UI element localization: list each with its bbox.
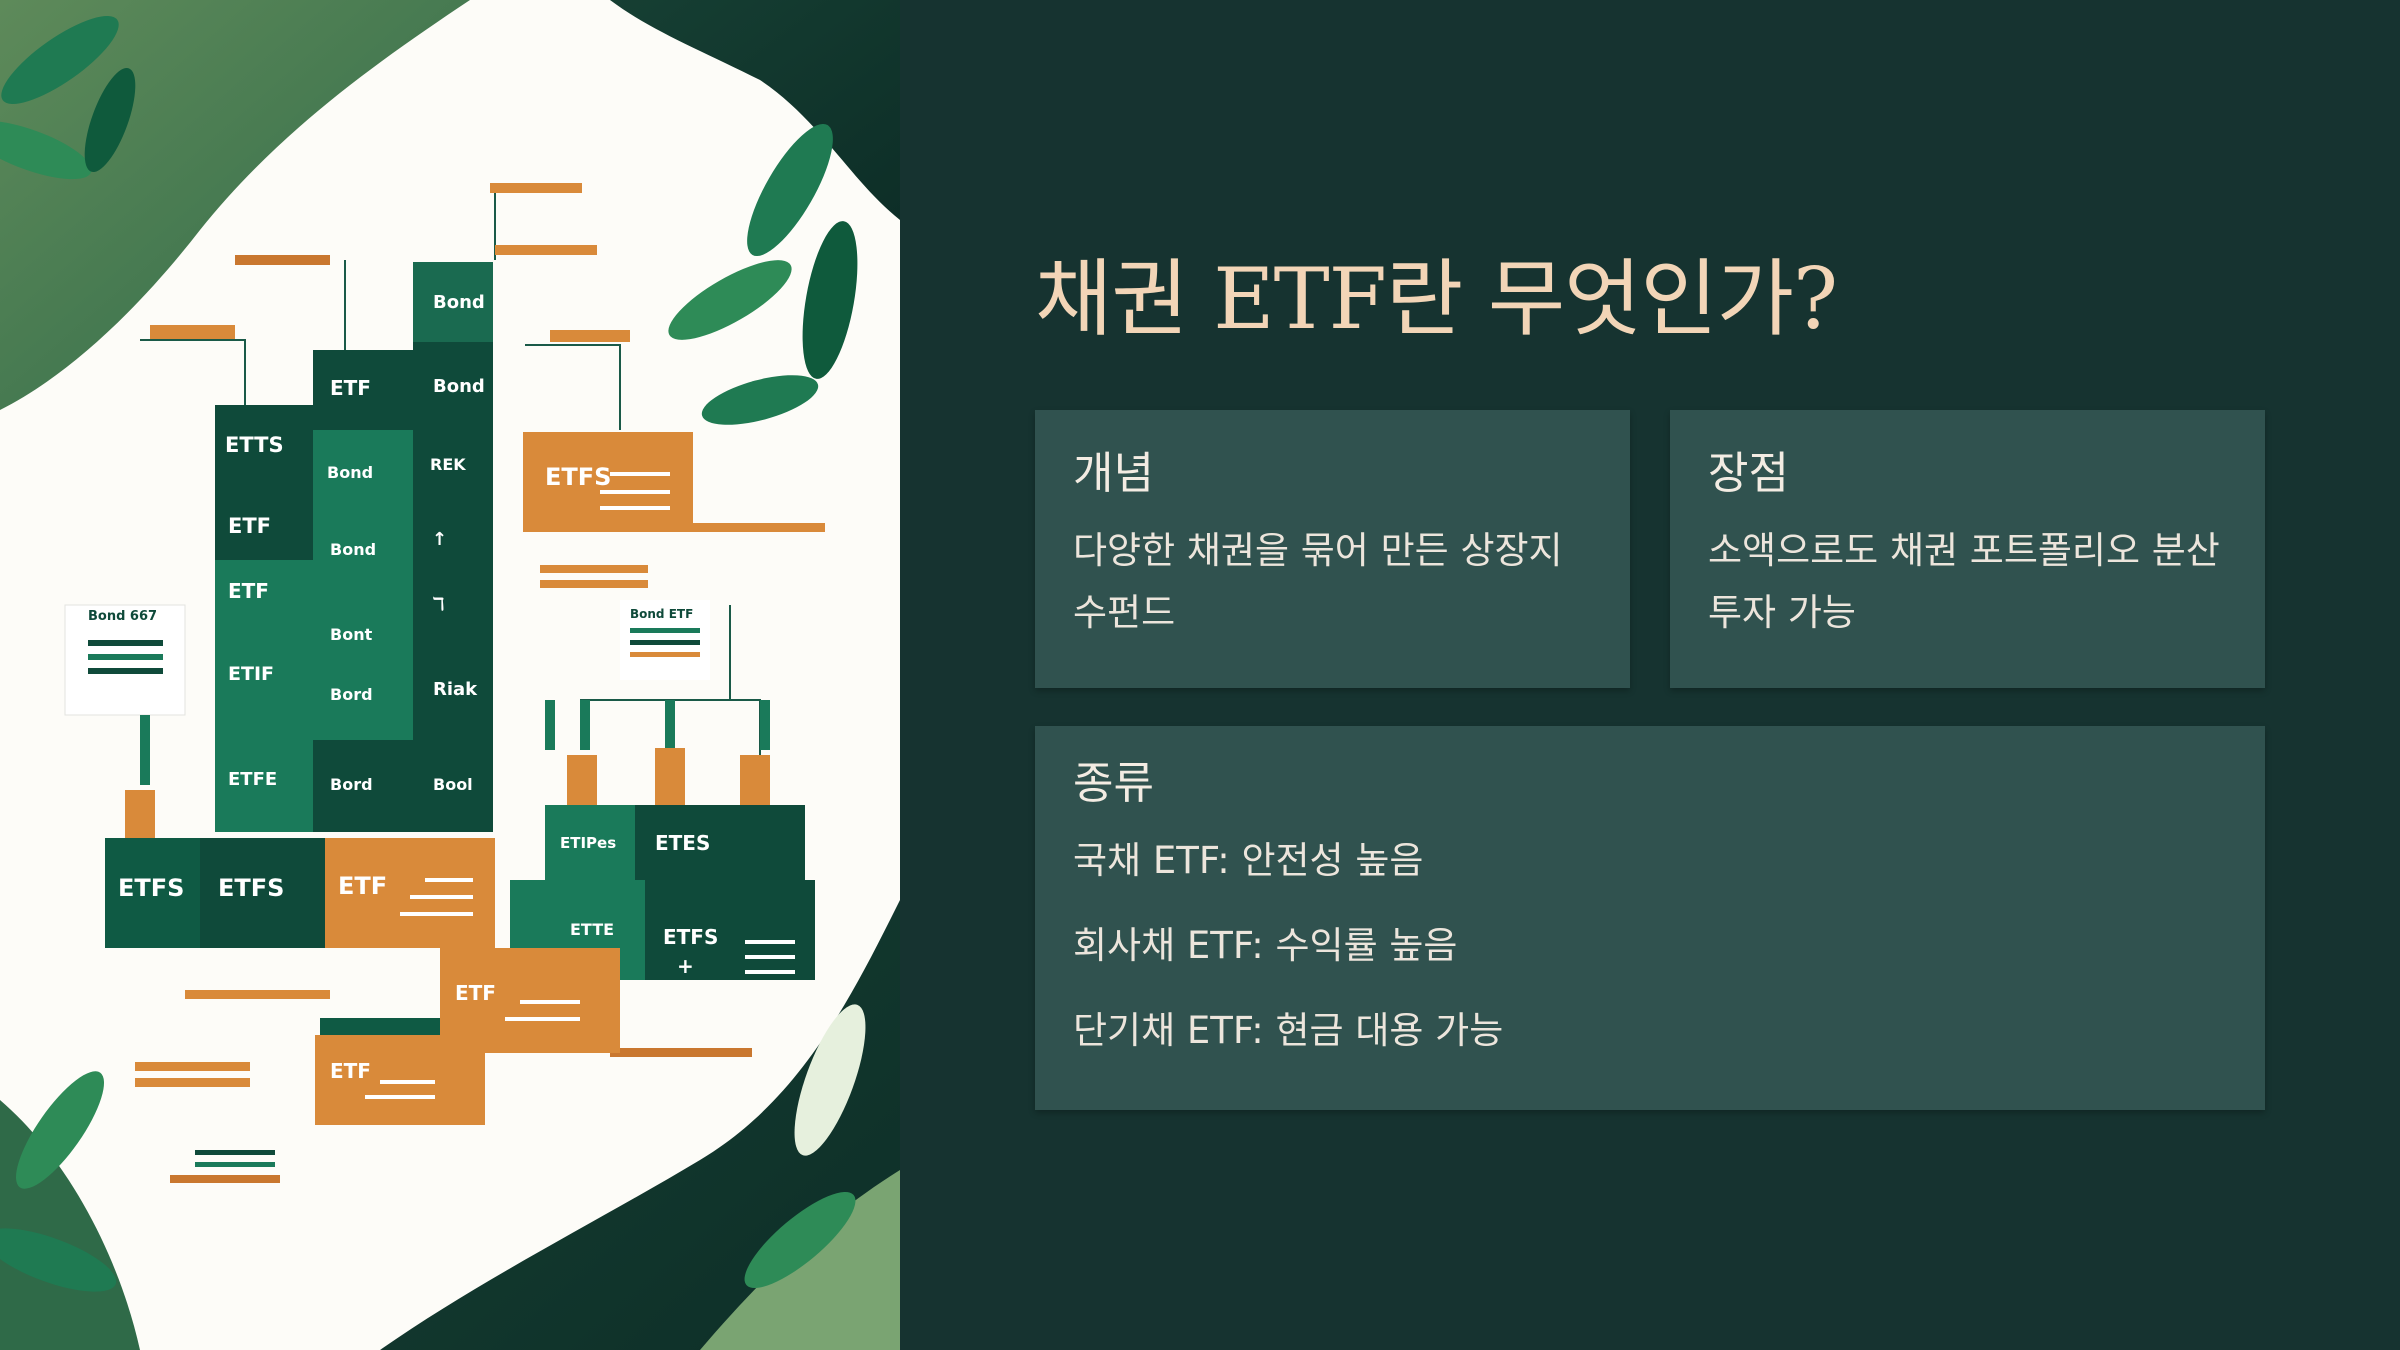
svg-text:ETFE: ETFE <box>228 769 277 790</box>
svg-text:Bond ETF: Bond ETF <box>630 607 693 621</box>
svg-text:Riak: Riak <box>433 679 478 700</box>
list-item: 회사채 ETF: 수익률 높음 <box>1073 924 1458 967</box>
svg-text:ETFS: ETFS <box>663 925 718 949</box>
svg-text:ETTS: ETTS <box>225 433 284 457</box>
svg-text:Bond: Bond <box>433 376 485 397</box>
svg-text:ETIPes: ETIPes <box>560 834 616 852</box>
svg-text:↑: ↑ <box>432 529 447 550</box>
top-right-blob <box>610 0 900 220</box>
note-card-right: Bond ETF <box>620 600 710 680</box>
svg-text:ETFS: ETFS <box>118 874 184 902</box>
box-row-bottom: ETFS ETFS ETF <box>105 790 495 948</box>
svg-text:ETF: ETF <box>228 514 271 538</box>
card-body: 다양한 채권을 묶어 만든 상장지수펀드 <box>1073 529 1563 634</box>
bond-etf-illustration: Bond 667 Bond ETF Bond Bond REK ↑ ℸ Riak… <box>0 0 900 1350</box>
svg-text:ETTE: ETTE <box>570 920 614 939</box>
card-body: 소액으로도 채권 포트폴리오 분산 투자 가능 <box>1708 529 2220 634</box>
leaf-icon <box>0 15 866 1292</box>
svg-text:ETIF: ETIF <box>228 663 274 685</box>
svg-text:Bont: Bont <box>330 625 373 644</box>
svg-text:ETFS: ETFS <box>545 463 611 491</box>
footer-mini-chart <box>195 1150 275 1167</box>
tower-3: ETTS ETF ETF ETIF ETFE <box>215 405 313 832</box>
card-heading: 종류 <box>1073 758 1154 809</box>
card-advantage: 장점 소액으로도 채권 포트폴리오 분산 투자 가능 <box>1670 410 2265 688</box>
box-orange-lower: ETF ETF <box>315 948 620 1125</box>
svg-text:Bond: Bond <box>327 463 373 482</box>
svg-text:ETF: ETF <box>330 1059 371 1083</box>
card-concept: 개념 다양한 채권을 묶어 만든 상장지수펀드 <box>1035 410 1630 688</box>
note-card-left: Bond 667 <box>64 604 186 785</box>
list-item: 국채 ETF: 안전성 높음 <box>1073 839 1424 882</box>
mini-labels <box>135 183 825 1183</box>
svg-text:ETES: ETES <box>655 831 710 855</box>
tower-2: ETF Bond Bond Bont Bord Bord <box>313 350 413 832</box>
list-item: 단기채 ETF: 현금 대용 가능 <box>1073 1009 1504 1052</box>
card-heading: 장점 <box>1708 448 1789 499</box>
card-types: 종류 국채 ETF: 안전성 높음 회사채 ETF: 수익률 높음 단기채 ET… <box>1035 726 2265 1110</box>
types-list: 국채 ETF: 안전성 높음 회사채 ETF: 수익률 높음 단기채 ETF: … <box>1073 836 1503 1091</box>
box-etfs-orange: ETFS <box>523 432 693 532</box>
svg-text:ETF: ETF <box>455 981 496 1005</box>
bottom-right-blob <box>380 900 900 1350</box>
svg-text:Bond: Bond <box>433 292 485 313</box>
svg-text:ℸ: ℸ <box>432 594 444 615</box>
svg-text:+: + <box>677 954 694 978</box>
svg-text:Bool: Bool <box>433 775 473 794</box>
slide-title: 채권 ETF란 무엇인가? <box>1035 250 1838 348</box>
content-panel: 채권 ETF란 무엇인가? 개념 다양한 채권을 묶어 만든 상장지수펀드 장점… <box>900 0 2400 1350</box>
svg-text:Bord: Bord <box>330 775 373 794</box>
svg-text:ETF: ETF <box>338 872 387 900</box>
svg-text:Bond: Bond <box>330 540 376 559</box>
svg-text:ETF: ETF <box>330 376 371 400</box>
svg-text:REK: REK <box>430 455 466 474</box>
box-cluster-right: ETIPes ETES ETTE ETFS + <box>510 700 815 980</box>
illustration-panel: Bond 667 Bond ETF Bond Bond REK ↑ ℸ Riak… <box>0 0 900 1350</box>
svg-text:ETFS: ETFS <box>218 874 284 902</box>
note-label: Bond 667 <box>88 609 157 624</box>
svg-text:Bord: Bord <box>330 685 373 704</box>
tower-1: Bond Bond REK ↑ ℸ Riak Bool <box>413 262 493 832</box>
card-heading: 개념 <box>1073 448 1154 499</box>
svg-text:ETF: ETF <box>228 579 269 603</box>
